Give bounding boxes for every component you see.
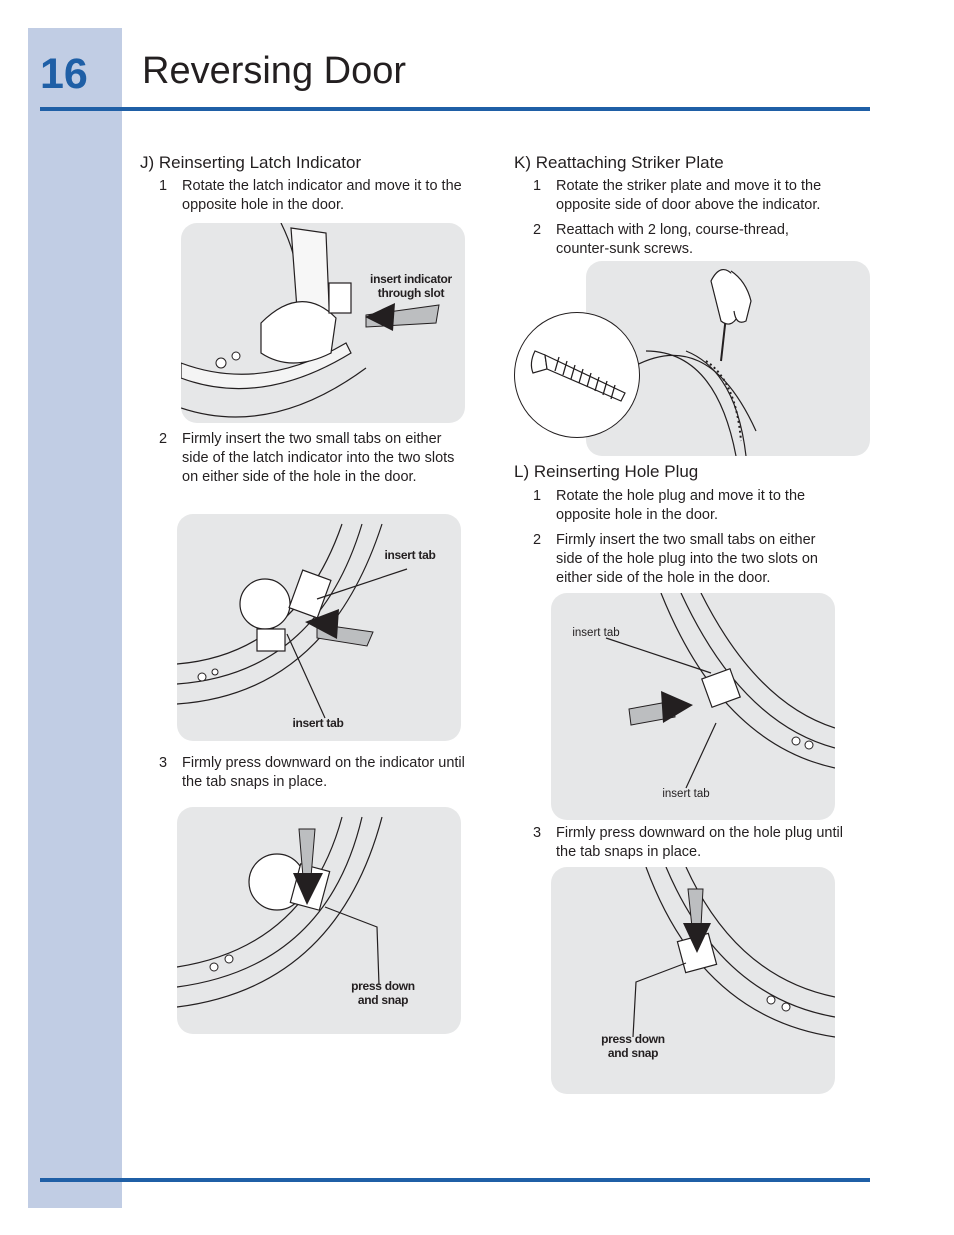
figure-insert-indicator: insert indicator through slot bbox=[181, 223, 465, 423]
step-number: 2 bbox=[533, 222, 542, 238]
step-text-line: opposite side of door above the indicato… bbox=[556, 197, 821, 213]
step-text-line: the tab snaps in place. bbox=[556, 844, 702, 860]
section-k-heading: K) Reattaching Striker Plate bbox=[514, 153, 724, 172]
step-text-line: side of the latch indicator into the two… bbox=[182, 450, 455, 466]
figure-caption: press down bbox=[351, 979, 415, 993]
figure-caption: press down bbox=[601, 1032, 665, 1046]
step-text-line: counter-sunk screws. bbox=[556, 241, 693, 257]
step-text-line: either side of the hole in the door. bbox=[556, 570, 771, 586]
step-text-line: Reattach with 2 long, course-thread, bbox=[556, 222, 789, 238]
section-k-step-1: 1 Rotate the striker plate and move it t… bbox=[533, 177, 873, 217]
figure-hole-plug-tabs: insert tab insert tab bbox=[551, 593, 835, 820]
door-tabs-illustration bbox=[177, 523, 408, 719]
page-number: 16 bbox=[40, 50, 88, 98]
section-j-step-3: 3 Firmly press downward on the indicator… bbox=[159, 754, 499, 794]
step-text-line: Firmly press downward on the hole plug u… bbox=[556, 825, 843, 841]
figure-caption: through slot bbox=[377, 286, 445, 300]
step-number: 3 bbox=[533, 825, 542, 841]
figure-press-down-plug: press down and snap bbox=[551, 867, 835, 1094]
figure-caption: and snap bbox=[357, 993, 409, 1007]
door-latch-illustration bbox=[181, 223, 440, 418]
step-text-line: opposite hole in the door. bbox=[182, 197, 345, 213]
footer-rule bbox=[40, 1178, 870, 1182]
section-l-step-3: 3 Firmly press downward on the hole plug… bbox=[533, 824, 878, 864]
step-text-line: Firmly insert the two small tabs on eith… bbox=[556, 532, 816, 548]
figure-caption: insert tab bbox=[662, 788, 710, 800]
step-number: 1 bbox=[533, 488, 542, 504]
step-number: 2 bbox=[159, 431, 168, 447]
step-number: 3 bbox=[159, 755, 168, 771]
step-text-line: Rotate the striker plate and move it to … bbox=[556, 178, 822, 194]
hole-plug-tabs-illustration bbox=[605, 593, 835, 789]
section-k-step-2: 2 Reattach with 2 long, course-thread, co… bbox=[533, 221, 873, 261]
screwdriver-illustration bbox=[625, 269, 757, 456]
section-l-step-1: 1 Rotate the hole plug and move it to th… bbox=[533, 487, 873, 527]
step-text-line: Rotate the hole plug and move it to the bbox=[556, 488, 806, 504]
section-l-step-2: 2 Firmly insert the two small tabs on ei… bbox=[533, 531, 873, 591]
page-title: Reversing Door bbox=[142, 50, 406, 92]
door-press-illustration bbox=[177, 816, 383, 1008]
section-j-heading: J) Reinserting Latch Indicator bbox=[140, 153, 362, 172]
hole-plug-press-illustration bbox=[632, 867, 835, 1038]
figure-caption: insert indicator bbox=[370, 272, 452, 286]
screw-icon bbox=[530, 350, 626, 402]
step-text-line: the tab snaps in place. bbox=[182, 774, 328, 790]
step-text-line: on either side of the hole in the door. bbox=[182, 469, 417, 485]
section-j-step-2: 2 Firmly insert the two small tabs on ei… bbox=[159, 430, 499, 490]
figure-caption: insert tab bbox=[572, 627, 620, 639]
step-number: 1 bbox=[533, 178, 542, 194]
step-text-line: Firmly press downward on the indicator u… bbox=[182, 755, 465, 771]
step-number: 1 bbox=[159, 178, 168, 194]
page-sidebar-band bbox=[28, 28, 122, 1208]
step-text-line: Rotate the latch indicator and move it t… bbox=[182, 178, 462, 194]
header-rule bbox=[40, 107, 870, 111]
figure-caption: insert tab bbox=[384, 548, 436, 562]
step-text-line: Firmly insert the two small tabs on eith… bbox=[182, 431, 442, 447]
screw-detail-inset bbox=[514, 312, 640, 438]
figure-press-down-indicator: press down and snap bbox=[177, 807, 461, 1034]
figure-caption: and snap bbox=[607, 1046, 659, 1060]
section-l-heading: L) Reinserting Hole Plug bbox=[514, 462, 699, 481]
step-number: 2 bbox=[533, 532, 542, 548]
step-text-line: opposite hole in the door. bbox=[556, 507, 719, 523]
step-text-line: side of the hole plug into the two slots… bbox=[556, 551, 818, 567]
figure-caption: insert tab bbox=[292, 716, 344, 730]
section-j-step-1: 1 Rotate the latch indicator and move it… bbox=[159, 177, 499, 217]
figure-insert-tabs: insert tab insert tab bbox=[177, 514, 461, 741]
